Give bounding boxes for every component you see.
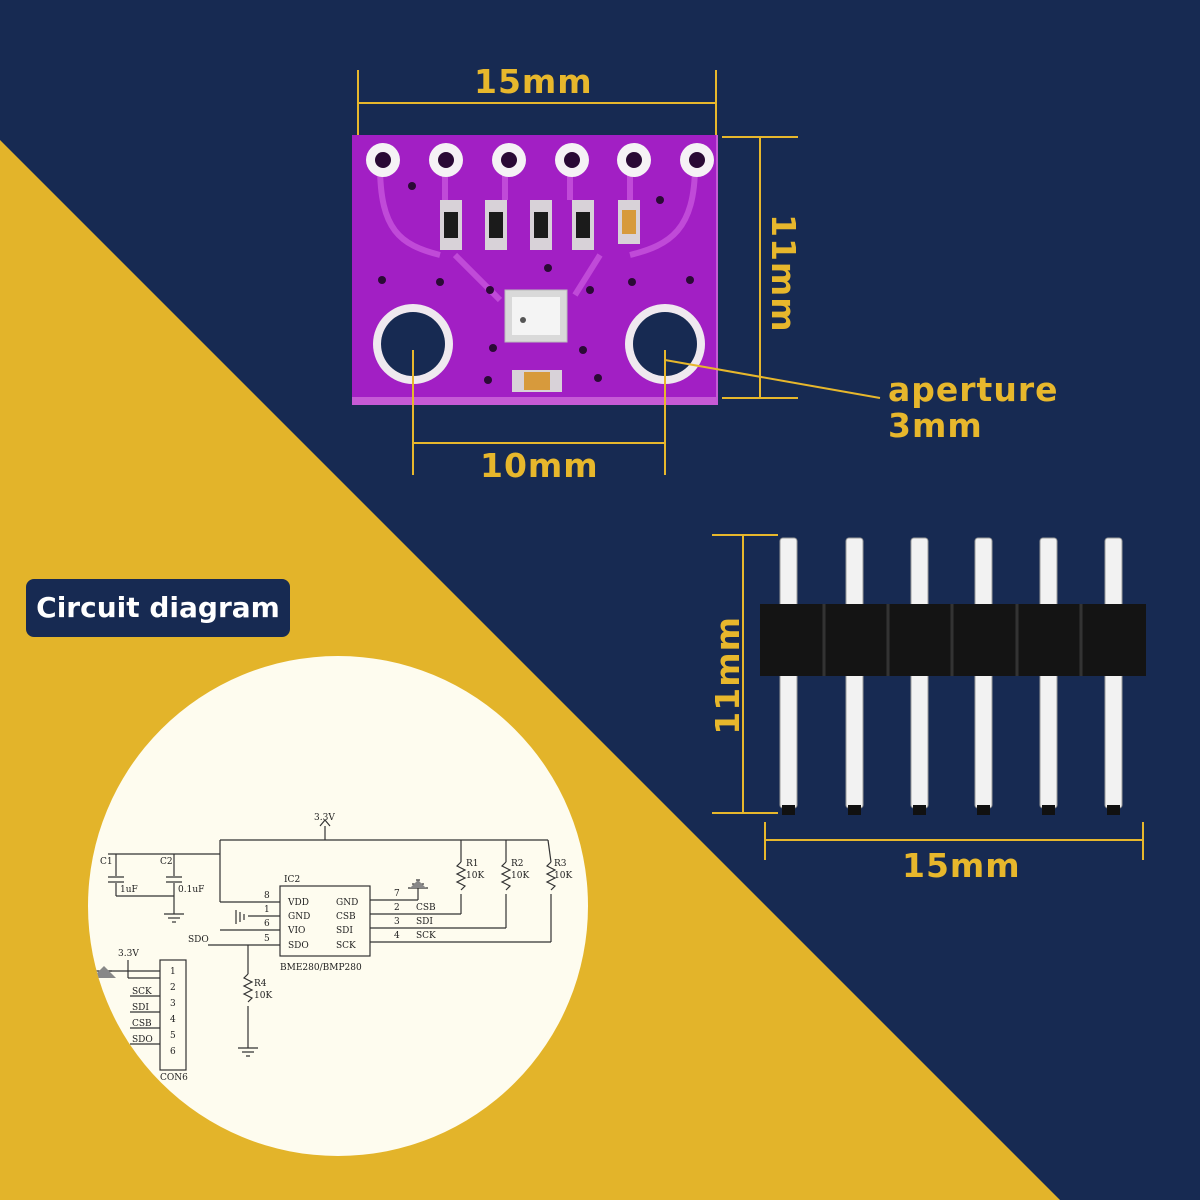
r3-value: 10K xyxy=(554,871,572,881)
hole-spacing-label: 10mm xyxy=(480,446,599,485)
ic-ref: IC2 xyxy=(284,875,300,885)
aperture-callout: aperture 3mm xyxy=(888,372,1058,444)
r1-value: 10K xyxy=(466,871,484,881)
conn-pin: 6 xyxy=(170,1047,176,1057)
conn-pin: 4 xyxy=(170,1015,176,1025)
ic-pin-num: 7 xyxy=(394,889,400,899)
conn-net-sck: SCK xyxy=(132,987,152,997)
schematic: 3.3V C1 1uF C2 0.1uF IC2 VDD GND VIO SDO… xyxy=(92,813,572,1083)
circuit-diagram-badge: Circuit diagram xyxy=(26,579,290,637)
conn-pin: 2 xyxy=(170,983,176,993)
header-height-label: 11mm xyxy=(708,616,747,735)
aperture-value: 3mm xyxy=(888,406,983,445)
header-width-label: 15mm xyxy=(902,846,1021,885)
r2-ref: R2 xyxy=(511,859,524,869)
net-csb: CSB xyxy=(416,903,436,913)
board-width-label: 15mm xyxy=(474,62,593,101)
bmp280-board xyxy=(352,135,718,405)
ic-pin-num: 3 xyxy=(394,917,400,927)
pin-header xyxy=(760,537,1146,815)
conn-net-sdi: SDI xyxy=(132,1003,149,1013)
ic-pin-num: 8 xyxy=(264,891,270,901)
ic-pin-csb: CSB xyxy=(336,912,356,922)
conn-net-csb: CSB xyxy=(132,1019,152,1029)
vias xyxy=(378,182,694,384)
ic-pin-gnd-right: GND xyxy=(336,898,358,908)
aperture-label: aperture xyxy=(888,370,1059,409)
smd-resistors xyxy=(440,200,640,250)
r4-value: 10K xyxy=(254,991,272,1001)
mounting-holes xyxy=(373,304,705,384)
c1-value: 1uF xyxy=(120,885,138,895)
net-sdi: SDI xyxy=(416,917,433,927)
r2-value: 10K xyxy=(511,871,529,881)
ic-pin-num: 1 xyxy=(264,905,270,915)
conn-pin: 3 xyxy=(170,999,176,1009)
ic-pin-sdi: SDI xyxy=(336,926,353,936)
conn-supply-label: 3.3V xyxy=(118,949,139,959)
conn-pin: 1 xyxy=(170,967,176,977)
c2-value: 0.1uF xyxy=(178,885,204,895)
ic-pin-sck: SCK xyxy=(336,941,356,951)
c2-ref: C2 xyxy=(160,857,173,867)
ic-pin-vdd: VDD xyxy=(287,898,309,908)
conn-pin: 5 xyxy=(170,1031,176,1041)
header-dimension-lines xyxy=(712,534,1144,860)
ic-pin-num: 5 xyxy=(264,934,270,944)
ic-pin-sdo: SDO xyxy=(288,941,309,951)
ic-pin-num: 6 xyxy=(264,919,270,929)
c1-ref: C1 xyxy=(100,857,113,867)
net-sck: SCK xyxy=(416,931,436,941)
r4-ref: R4 xyxy=(254,979,267,989)
board-dimension-lines xyxy=(357,70,881,475)
conn-ref: CON6 xyxy=(160,1073,188,1083)
ic-part-number: BME280/BMP280 xyxy=(280,963,362,973)
ic-pin-vio: VIO xyxy=(287,926,305,936)
schematic-circle: 3.3V C1 1uF C2 0.1uF IC2 VDD GND VIO SDO… xyxy=(88,656,588,1156)
supply-label: 3.3V xyxy=(314,813,335,823)
board-height-label: 11mm xyxy=(764,214,803,333)
r3-ref: R3 xyxy=(554,859,567,869)
conn-net-sdo: SDO xyxy=(132,1035,153,1045)
ic-pin-num: 2 xyxy=(394,903,400,913)
ic-pin-num: 4 xyxy=(394,931,400,941)
ic-pin-gnd-left: GND xyxy=(288,912,310,922)
pcb-traces xyxy=(377,164,698,303)
net-sdo: SDO xyxy=(188,935,209,945)
r1-ref: R1 xyxy=(466,859,479,869)
